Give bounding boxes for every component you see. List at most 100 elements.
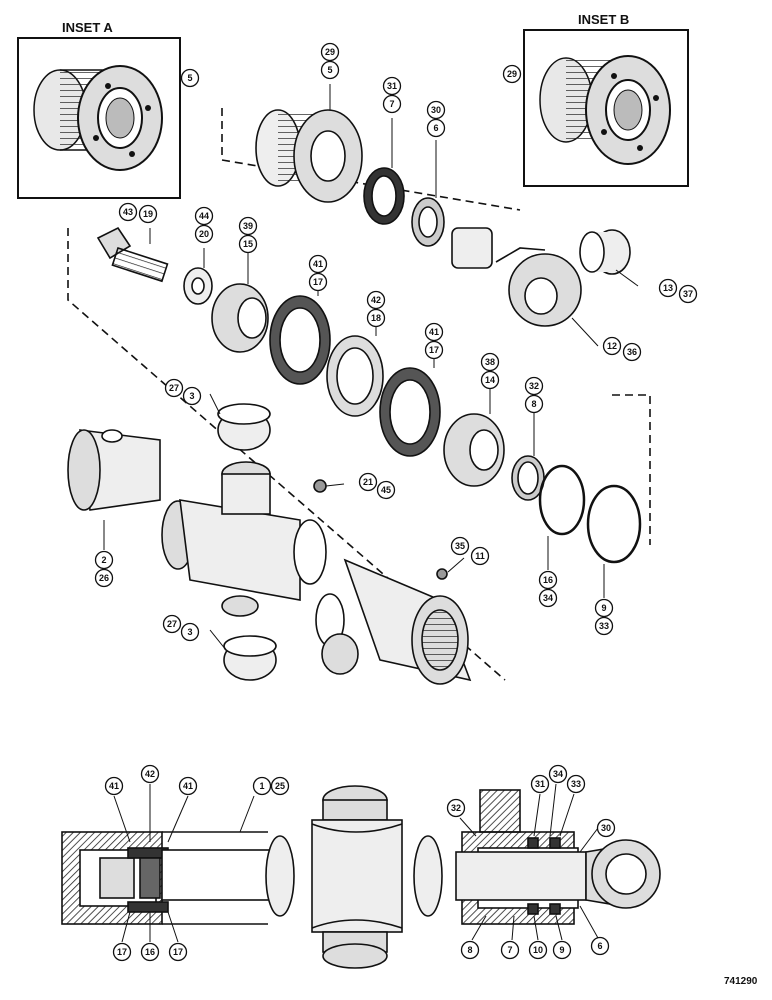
svg-text:14: 14 — [485, 375, 495, 385]
exploded-callout: 5 — [320, 60, 340, 80]
inset-a — [17, 37, 181, 199]
svg-text:39: 39 — [243, 221, 253, 231]
svg-text:19: 19 — [143, 209, 153, 219]
svg-text:8: 8 — [467, 945, 472, 955]
exploded-callout: 41 — [424, 322, 444, 342]
svg-text:41: 41 — [313, 259, 323, 269]
exploded-callout: 33 — [594, 616, 614, 636]
exploded-callout: 38 — [480, 352, 500, 372]
svg-text:38: 38 — [485, 357, 495, 367]
svg-text:27: 27 — [167, 619, 177, 629]
exploded-callout: 27 — [164, 378, 184, 398]
exploded-callout: 30 — [426, 100, 446, 120]
svg-text:33: 33 — [571, 779, 581, 789]
svg-text:21: 21 — [363, 477, 373, 487]
svg-text:17: 17 — [173, 947, 183, 957]
exploded-callout: 3 — [182, 386, 202, 406]
exploded-callout: 17 — [424, 340, 444, 360]
exploded-callout: 45 — [376, 480, 396, 500]
section-callout-bottom: 9 — [552, 940, 572, 960]
exploded-callout: 27 — [162, 614, 182, 634]
svg-text:41: 41 — [109, 781, 119, 791]
exploded-callout: 29 — [320, 42, 340, 62]
section-callout-top: 32 — [446, 798, 466, 818]
section-callout-bottom: 8 — [460, 940, 480, 960]
exploded-callout: 34 — [538, 588, 558, 608]
inset-a-callout: 5 — [180, 68, 200, 88]
exploded-callout: 36 — [622, 342, 642, 362]
svg-text:29: 29 — [507, 69, 517, 79]
svg-text:17: 17 — [117, 947, 127, 957]
svg-text:42: 42 — [145, 769, 155, 779]
svg-text:29: 29 — [325, 47, 335, 57]
svg-text:9: 9 — [559, 945, 564, 955]
section-callout-top: 41 — [104, 776, 124, 796]
section-callout-top: 25 — [270, 776, 290, 796]
section-callout-bottom: 10 — [528, 940, 548, 960]
section-callout-bottom: 7 — [500, 940, 520, 960]
svg-text:13: 13 — [663, 283, 673, 293]
section-callout-top: 1 — [252, 776, 272, 796]
section-callout-top: 31 — [530, 774, 550, 794]
exploded-callout: 44 — [194, 206, 214, 226]
exploded-callout: 12 — [602, 336, 622, 356]
svg-text:15: 15 — [243, 239, 253, 249]
svg-text:8: 8 — [531, 399, 536, 409]
svg-text:7: 7 — [389, 99, 394, 109]
inset-b — [523, 29, 689, 187]
exploded-callout: 18 — [366, 308, 386, 328]
svg-text:32: 32 — [529, 381, 539, 391]
exploded-callout: 11 — [470, 546, 490, 566]
svg-text:31: 31 — [387, 81, 397, 91]
svg-text:26: 26 — [99, 573, 109, 583]
drawing-number: 741290 — [724, 976, 758, 987]
leader-lines — [103, 84, 639, 943]
svg-text:17: 17 — [313, 277, 323, 287]
svg-text:44: 44 — [199, 211, 209, 221]
svg-text:17: 17 — [429, 345, 439, 355]
exploded-callout: 3 — [180, 622, 200, 642]
svg-text:5: 5 — [327, 65, 332, 75]
exploded-callout: 2 — [94, 550, 114, 570]
exploded-callout: 16 — [538, 570, 558, 590]
svg-text:11: 11 — [475, 551, 485, 561]
inset-a-title: INSET A — [62, 20, 113, 35]
svg-text:1: 1 — [259, 781, 264, 791]
svg-text:30: 30 — [601, 823, 611, 833]
svg-text:12: 12 — [607, 341, 617, 351]
svg-text:30: 30 — [431, 105, 441, 115]
svg-text:6: 6 — [597, 941, 602, 951]
exploded-callout: 13 — [658, 278, 678, 298]
exploded-callout: 32 — [524, 376, 544, 396]
exploded-callout: 35 — [450, 536, 470, 556]
exploded-callout: 9 — [594, 598, 614, 618]
exploded-callout: 41 — [308, 254, 328, 274]
svg-text:5: 5 — [187, 73, 192, 83]
svg-text:37: 37 — [683, 289, 693, 299]
svg-text:34: 34 — [543, 593, 553, 603]
svg-text:16: 16 — [145, 947, 155, 957]
svg-text:42: 42 — [371, 295, 381, 305]
svg-text:25: 25 — [275, 781, 285, 791]
svg-text:43: 43 — [123, 207, 133, 217]
svg-text:32: 32 — [451, 803, 461, 813]
exploded-callout: 39 — [238, 216, 258, 236]
exploded-callout: 6 — [426, 118, 446, 138]
exploded-callout: 20 — [194, 224, 214, 244]
svg-text:31: 31 — [535, 779, 545, 789]
exploded-callout: 19 — [138, 204, 158, 224]
section-callout-bottom: 6 — [590, 936, 610, 956]
svg-text:9: 9 — [601, 603, 606, 613]
section-callout-top: 42 — [140, 764, 160, 784]
svg-text:16: 16 — [543, 575, 553, 585]
section-callout-top: 33 — [566, 774, 586, 794]
section-callout-top: 34 — [548, 764, 568, 784]
svg-text:33: 33 — [599, 621, 609, 631]
exploded-callout: 15 — [238, 234, 258, 254]
svg-text:3: 3 — [187, 627, 192, 637]
svg-text:41: 41 — [429, 327, 439, 337]
section-callout-top: 30 — [596, 818, 616, 838]
svg-text:35: 35 — [455, 541, 465, 551]
